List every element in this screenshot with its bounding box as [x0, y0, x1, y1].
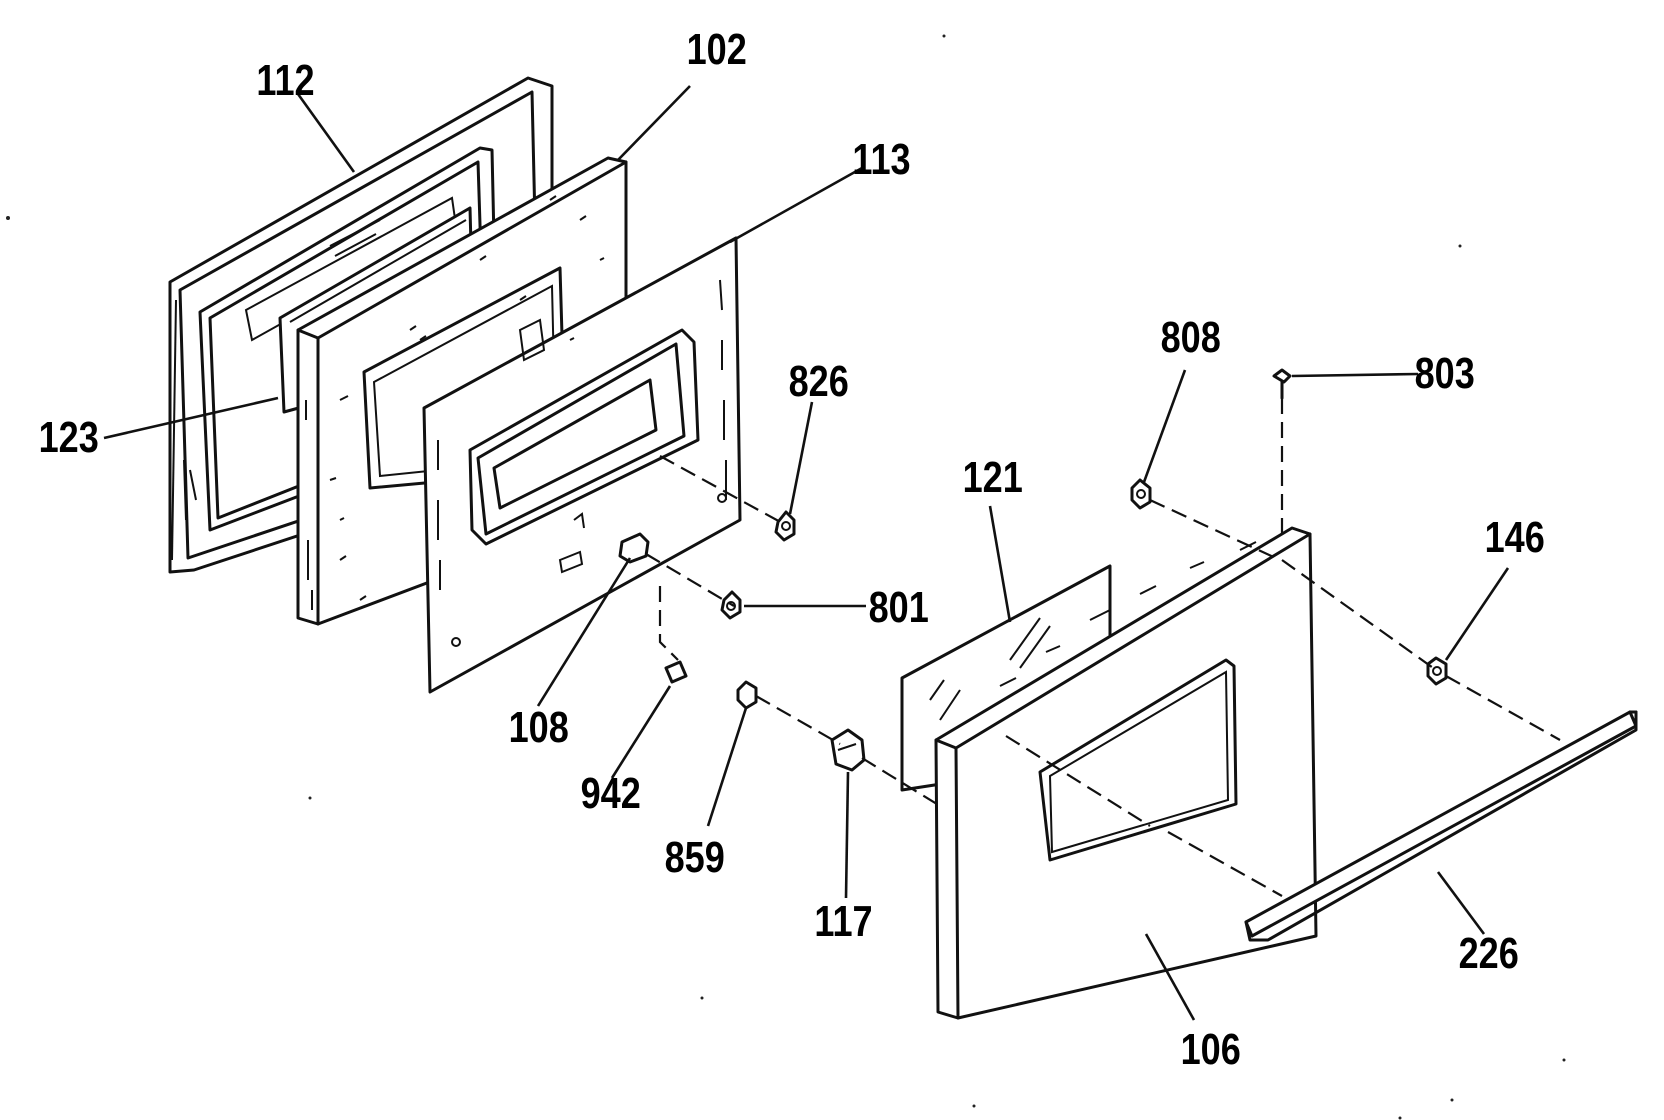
part-226-handle	[1244, 710, 1638, 942]
part-146-nut	[1426, 656, 1448, 686]
label-117: 117	[814, 897, 872, 946]
label-808: 808	[1161, 313, 1221, 362]
label-826: 826	[789, 357, 849, 406]
label-801: 801	[869, 583, 929, 632]
leader-lines	[103, 85, 1510, 1021]
part-801-screw	[720, 590, 742, 620]
label-803: 803	[1415, 349, 1475, 398]
label-123: 123	[39, 413, 99, 462]
part-113-inner-door-panel	[422, 236, 742, 694]
part-117-hinge-bracket	[830, 728, 866, 772]
part-108-clip	[573, 512, 650, 564]
label-942: 942	[581, 769, 641, 818]
label-121: 121	[963, 453, 1023, 502]
part-803-screw	[1272, 368, 1292, 400]
part-808-screw	[1130, 478, 1152, 510]
part-826-screw	[774, 510, 796, 542]
part-106-outer-door-panel	[934, 526, 1318, 1020]
label-226: 226	[1459, 929, 1519, 978]
part-942-pad	[664, 660, 688, 684]
part-859-screw	[736, 680, 758, 710]
label-108: 108	[509, 703, 569, 752]
scan-specks	[6, 34, 1566, 1120]
assembly-lines	[645, 398, 1561, 897]
label-102: 102	[687, 25, 747, 74]
label-113: 113	[852, 135, 910, 184]
part-labels: 112 102 113 123 826 808 803 121 146 801 …	[39, 25, 1545, 1074]
label-112: 112	[256, 56, 314, 105]
label-106: 106	[1181, 1025, 1241, 1074]
label-859: 859	[665, 833, 725, 882]
label-146: 146	[1485, 513, 1545, 562]
